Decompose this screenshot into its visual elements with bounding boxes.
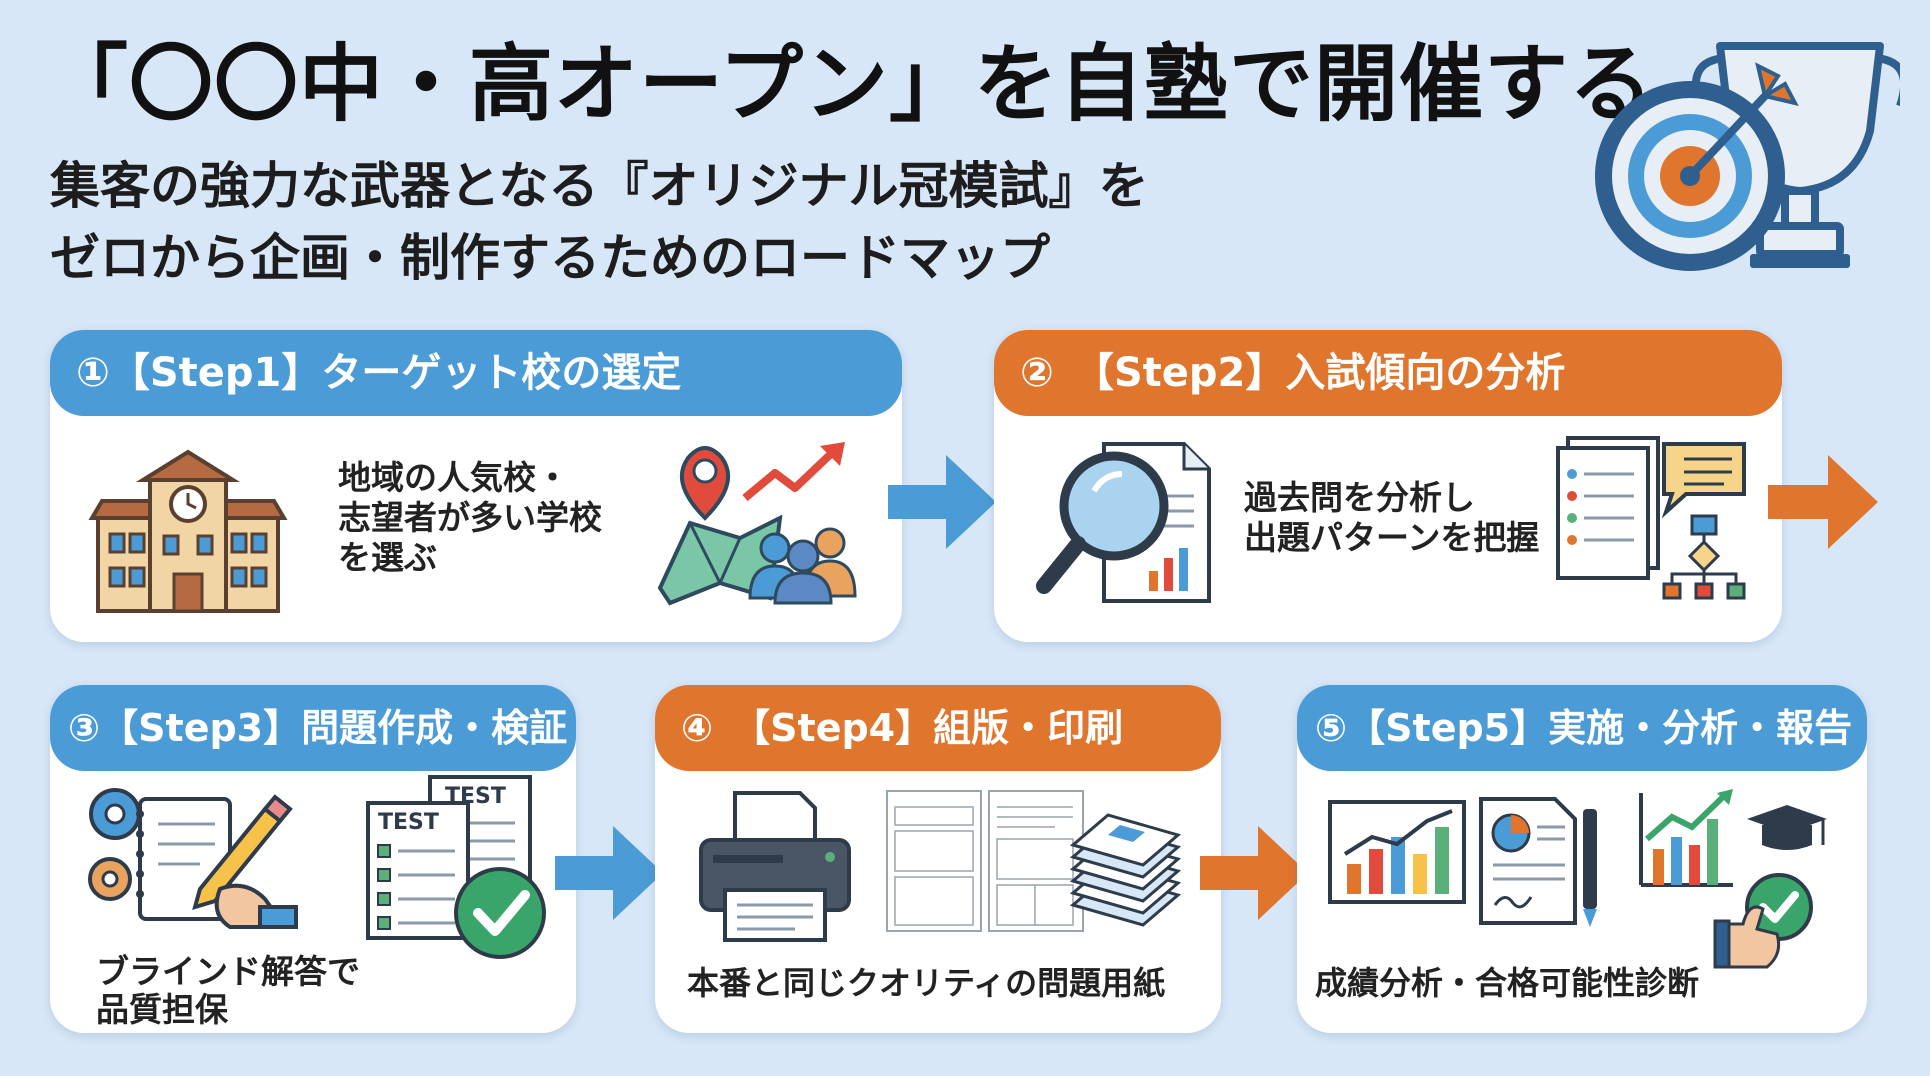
school-building-icon [88,449,288,613]
step1-desc-line-3: を選ぶ [338,538,437,577]
step2-desc-line-1: 過去問を分析し [1244,478,1475,517]
main-title: 「〇〇中・高オープン」を自塾で開催する [44,35,1654,133]
step4-card: ④ 【Step4】組版・印刷 [655,685,1221,1033]
step1-header: ①【Step1】ターゲット校の選定 [50,330,902,416]
magnifier-document-icon [1036,442,1211,603]
subtitle-line-1: 集客の強力な武器となる『オリジナル冠模試』を [50,157,1149,215]
arrow-step3-to-step4 [555,826,663,920]
step2-card: ② 【Step2】入試傾向の分析 過去問を分析し 出題パターンを把握 [994,330,1782,642]
document-flowchart-icon [1556,436,1746,600]
step2-header: ② 【Step2】入試傾向の分析 [994,330,1782,416]
paper-stack-icon [1069,813,1182,927]
step4-description: 本番と同じクオリティの問題用紙 [687,964,1166,1002]
step1-desc-line-1: 地域の人気校・ [338,458,569,497]
arrow-step4-to-step5 [1200,826,1308,920]
step2-desc-line-2: 出題パターンを把握 [1244,518,1540,557]
exam-sheets-icon [886,790,1084,932]
arrow-step2-next [1768,455,1878,549]
bar-chart-icon [1328,800,1466,904]
step1-description: 地域の人気校・ 志望者が多い学校 を選ぶ [338,458,602,578]
step4-header: ④ 【Step4】組版・印刷 [655,685,1221,771]
step3-card: ③【Step3】問題作成・検証 TEST TEST ブラ [50,685,576,1033]
step1-card: ①【Step1】ターゲット校の選定 地域の人気校・ 志望者が多い学校 を選ぶ [50,330,902,642]
step3-description: ブラインド解答で 品質担保 [96,953,360,1029]
map-pin-growth-people-icon [657,442,857,606]
arrow-step1-to-step2 [888,455,996,549]
step3-desc-line-2: 品質担保 [96,990,228,1029]
growth-graduation-icon [1639,789,1827,969]
printer-icon [699,791,851,942]
step5-header: ⑤【Step5】実施・分析・報告 [1297,685,1867,771]
step5-card: ⑤【Step5】実施・分析・報告 [1297,685,1867,1033]
test-papers-check-icon: TEST TEST [366,775,546,959]
step1-desc-line-2: 志望者が多い学校 [338,498,602,537]
subtitle: 集客の強力な武器となる『オリジナル冠模試』を ゼロから企画・制作するためのロード… [50,150,1149,294]
test-label-front: TEST [378,810,439,835]
target-trophy-icon [1595,42,1900,271]
step5-description: 成績分析・合格可能性診断 [1315,964,1700,1002]
step3-header: ③【Step3】問題作成・検証 [50,685,576,771]
subtitle-line-2: ゼロから企画・制作するためのロードマップ [50,229,1050,287]
step3-desc-line-1: ブラインド解答で [96,952,360,991]
report-pen-icon [1479,797,1597,927]
step2-description: 過去問を分析し 出題パターンを把握 [1244,478,1539,558]
notebook-pencil-gear-icon [88,788,298,929]
